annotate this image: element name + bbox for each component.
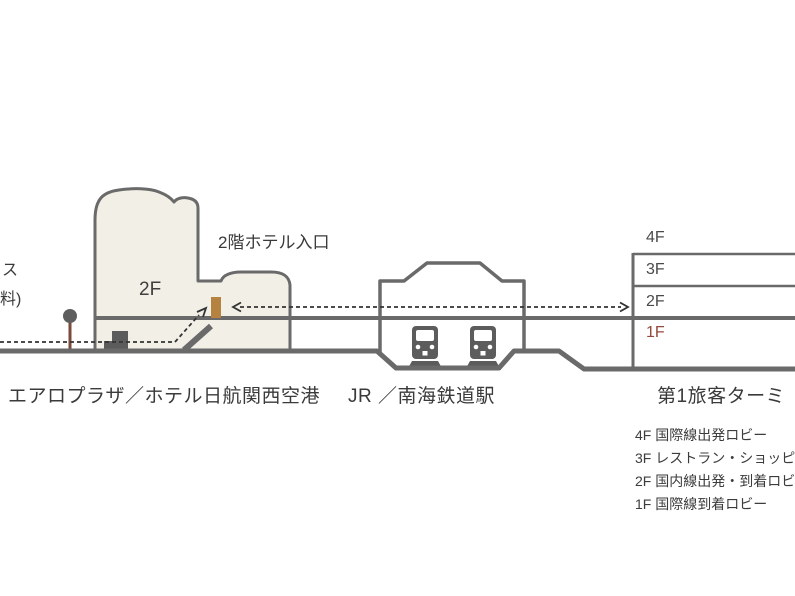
route-arrow-left-icon: [231, 301, 242, 313]
train-icon: [407, 326, 443, 370]
terminal-floor-legend: 4F 国際線出発ロビー 3F レストラン・ショッピ 2F 国内線出発・到着ロビ …: [635, 424, 795, 516]
hotel-2f-entrance-door: [211, 297, 221, 318]
legend-line-2f: 2F 国内線出発・到着ロビ: [635, 473, 795, 489]
terminal-floor-label-3f: 3F: [646, 261, 665, 278]
left-edge-cut-label-bus: ス: [2, 262, 19, 279]
hotel-floor-label: 2F: [139, 279, 162, 300]
route-ramp-dashed-line: [174, 314, 200, 343]
terminal-floor-label-1f: 1F: [646, 324, 665, 341]
legend-line-1f: 1F 国際線到着ロビー: [635, 496, 768, 512]
left-edge-cut-label-free: 料): [0, 291, 22, 308]
terminal-name-label: 第1旅客ターミ: [657, 386, 786, 407]
ground-line: [0, 348, 795, 372]
legend-line-3f: 3F レストラン・ショッピ: [635, 450, 795, 466]
aeroplaza-hotel-name-label: エアロプラザ／ホテル日航関西空港: [8, 386, 321, 407]
terminal-floor-label-2f: 2F: [646, 293, 665, 310]
terminal-floor-label-4f: 4F: [646, 229, 665, 246]
aeroplaza-hotel-building-shape: [93, 187, 292, 354]
hotel-escalator-ramp: [182, 323, 213, 353]
route-arrow-right-icon: [619, 301, 630, 313]
station-name-label: JR ／南海鉄道駅: [348, 386, 496, 407]
legend-line-4f: 4F 国際線出発ロビー: [635, 427, 768, 443]
bus-stop-sign-icon: [63, 309, 77, 323]
train-icon: [465, 326, 501, 370]
hotel-entrance-label: 2階ホテル入口: [218, 233, 330, 252]
route-arrow-up-icon: [196, 306, 208, 318]
rail-station-shape: [378, 261, 526, 352]
